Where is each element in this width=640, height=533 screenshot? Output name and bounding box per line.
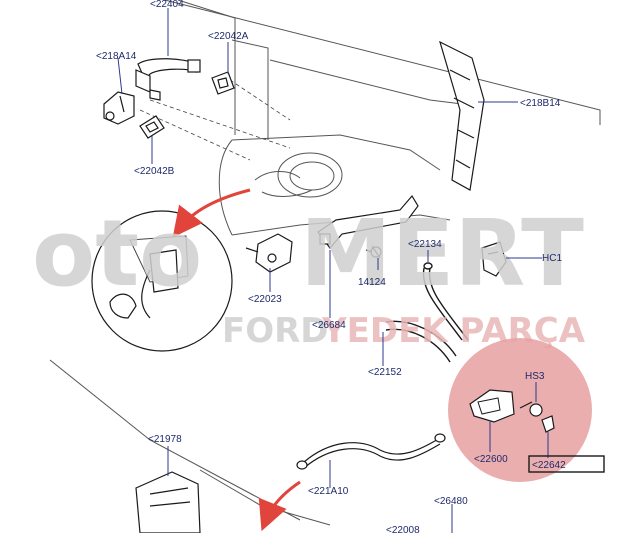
label-22152: <22152 xyxy=(368,367,402,378)
leader-lines xyxy=(117,8,549,533)
handle-bracket xyxy=(103,91,135,125)
label-22404: <22404 xyxy=(150,0,184,10)
label-22042b: <22042B xyxy=(134,166,175,177)
watermark-brand-right: MERT xyxy=(300,200,584,307)
label-hs3: HS3 xyxy=(525,371,545,382)
highlight-region xyxy=(448,338,592,482)
trim-strip-218b14 xyxy=(439,40,485,191)
label-22642: <22642 xyxy=(532,460,566,471)
gasket-22042b xyxy=(139,115,165,139)
label-22134: <22134 xyxy=(408,239,442,250)
watermark-tagline-left: FORD xyxy=(222,311,329,351)
label-21978: <21978 xyxy=(148,434,182,445)
label-hc1: HC1 xyxy=(542,253,562,264)
label-221a10: <221A10 xyxy=(308,486,349,497)
rod-22134 xyxy=(422,262,469,341)
lock-housing-21978 xyxy=(135,471,201,533)
callout-arrow-bottom xyxy=(258,480,301,532)
exterior-door-handle xyxy=(135,58,201,101)
label-26684: <26684 xyxy=(312,320,346,331)
callout-arrow-top xyxy=(172,188,251,238)
bracket-22023 xyxy=(245,233,293,273)
label-22642-box xyxy=(528,455,605,473)
label-218b14: <218B14 xyxy=(520,98,561,109)
handle-pocket xyxy=(254,152,343,198)
label-14124: 14124 xyxy=(358,277,386,288)
label-22023: <22023 xyxy=(248,294,282,305)
label-22042a: <22042A xyxy=(208,31,249,42)
part-labels: <22404 <22042A <218A14 <218B14 <22042B <… xyxy=(96,0,605,533)
cable-221a10 xyxy=(296,433,446,470)
gasket-22042a xyxy=(211,71,235,95)
label-26480: <26480 xyxy=(434,496,468,507)
reinforcement-plate-26684 xyxy=(317,194,419,249)
clip-hc1 xyxy=(481,241,507,277)
label-22600: <22600 xyxy=(474,454,508,465)
cable-22152 xyxy=(385,320,457,363)
label-22008: <22008 xyxy=(386,525,420,533)
label-218a14: <218A14 xyxy=(96,51,137,62)
screw-14124 xyxy=(365,245,382,259)
detail-inset xyxy=(91,210,233,352)
watermark-brand-left: oto xyxy=(32,200,202,307)
